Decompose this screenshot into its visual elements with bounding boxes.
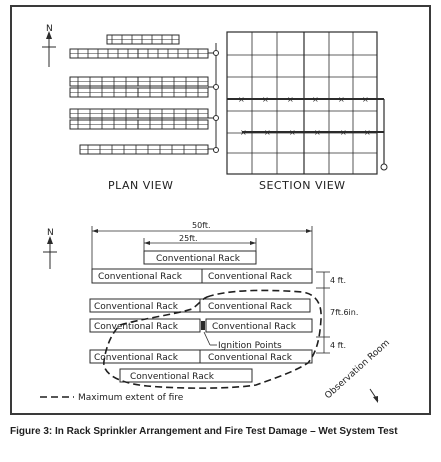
dimension-25ft-label: 25ft.: [179, 234, 198, 243]
plan-view-drawing: [69, 34, 219, 155]
north-arrow-bottom: N: [43, 228, 57, 269]
legend-label: Maximum extent of fire: [78, 393, 184, 403]
rack-label: Conventional Rack: [94, 322, 179, 332]
svg-text:×: ×: [264, 128, 271, 137]
rack-label: Conventional Rack: [94, 353, 179, 363]
fire-extent-boundary: [103, 289, 322, 389]
north-label-top: N: [46, 24, 53, 34]
svg-text:×: ×: [240, 128, 247, 137]
north-arrow-top: N: [42, 24, 56, 67]
dimension-4ft-bottom-label: 4 ft.: [330, 341, 346, 350]
rack-top-single: Conventional Rack: [143, 250, 257, 265]
svg-text:×: ×: [314, 128, 321, 137]
figure-diagram: N: [40, 24, 392, 403]
dimension-7ft-label: 7ft.6in.: [330, 308, 358, 317]
rack-label: Conventional Rack: [212, 322, 297, 332]
svg-text:×: ×: [364, 128, 371, 137]
rack-row-1: Conventional Rack Conventional Rack: [91, 268, 313, 284]
rack-label: Conventional Rack: [208, 353, 293, 363]
dimension-50ft-label: 50ft.: [192, 221, 211, 230]
svg-text:×: ×: [287, 95, 294, 104]
legend: Maximum extent of fire: [40, 393, 184, 403]
ignition-points: Ignition Points: [203, 331, 282, 351]
svg-text:×: ×: [289, 128, 296, 137]
svg-text:×: ×: [362, 95, 369, 104]
rack-label: Conventional Rack: [208, 302, 293, 312]
dimension-vertical: 4 ft. 7ft.6in. 4 ft.: [316, 271, 358, 354]
svg-text:×: ×: [262, 95, 269, 104]
north-label-bottom: N: [47, 228, 54, 238]
dimension-25ft: 25ft.: [143, 234, 257, 251]
dimension-50ft: 50ft.: [91, 221, 313, 272]
figure-frame: N: [10, 5, 431, 415]
plan-view-label: PLAN VIEW: [108, 179, 173, 192]
svg-text:×: ×: [340, 128, 347, 137]
rack-label: Conventional Rack: [208, 272, 293, 282]
rack-bottom-single: Conventional Rack: [119, 368, 253, 383]
rack-label: Conventional Rack: [94, 302, 179, 312]
ignition-point-marker: [201, 321, 205, 330]
section-view-label: SECTION VIEW: [259, 179, 346, 192]
rack-row-4: Conventional Rack Conventional Rack: [89, 349, 313, 364]
rack-label: Conventional Rack: [98, 272, 183, 282]
svg-text:×: ×: [338, 95, 345, 104]
svg-text:×: ×: [312, 95, 319, 104]
rack-row-2: Conventional Rack Conventional Rack: [89, 298, 311, 313]
section-view-drawing: × × × × × × × × × × × ×: [226, 31, 388, 175]
north-arrow-head-top: [46, 31, 52, 39]
svg-text:×: ×: [238, 95, 245, 104]
rack-label: Conventional Rack: [130, 372, 215, 382]
rack-label: Conventional Rack: [156, 254, 241, 264]
figure-caption: Figure 3: In Rack Sprinkler Arrangement …: [10, 426, 398, 437]
dimension-4ft-top-label: 4 ft.: [330, 276, 346, 285]
rack-row-3: Conventional Rack Conventional Rack: [89, 318, 313, 333]
ignition-points-label: Ignition Points: [218, 341, 282, 351]
